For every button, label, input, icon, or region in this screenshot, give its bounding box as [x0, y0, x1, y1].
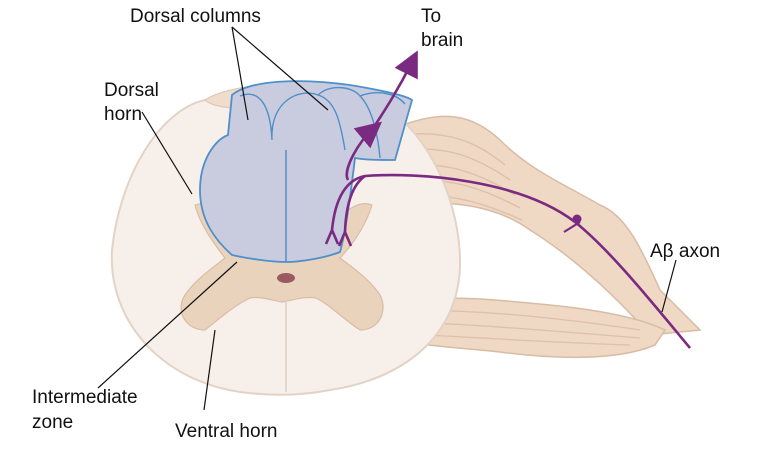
dorsal-root [394, 115, 702, 336]
ab-axon-tick [563, 221, 581, 233]
label-intermediate-zone-line1: Intermediate [32, 387, 138, 408]
label-to-brain-line1: To [421, 6, 441, 27]
label-intermediate-zone-line2: zone [32, 412, 73, 433]
label-ventral-horn: Ventral horn [175, 421, 277, 442]
central-canal [277, 273, 295, 283]
label-ab-axon: Aβ axon [650, 241, 720, 262]
ab-axon-cell-body [572, 214, 582, 224]
label-dorsal-horn-line1: Dorsal [104, 80, 159, 101]
label-to-brain-line2: brain [421, 30, 463, 51]
ventral-root [394, 297, 667, 359]
leader-lines [97, 26, 677, 411]
dorsal-columns-top-ridge [239, 86, 406, 159]
label-dorsal-columns: Dorsal columns [130, 6, 261, 27]
label-dorsal-horn-line2: horn [104, 104, 142, 125]
ab-axon-path [324, 50, 691, 349]
